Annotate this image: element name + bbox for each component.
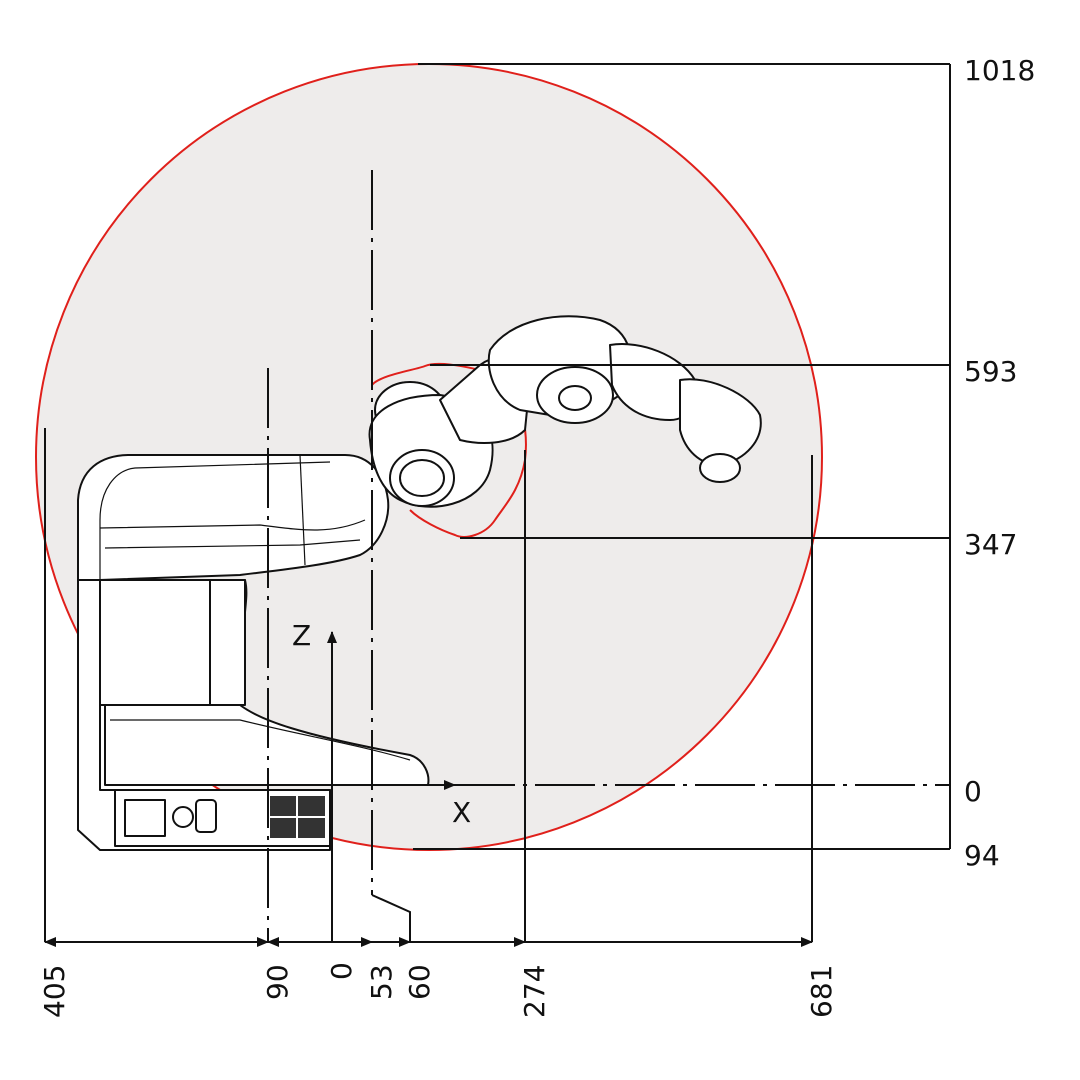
flange-outline-60 xyxy=(371,894,411,942)
dim-label-90: 90 xyxy=(261,964,294,1000)
dim-label-0-x: 0 xyxy=(325,962,358,980)
dim-label-60: 60 xyxy=(403,964,436,1000)
dim-label-405: 405 xyxy=(38,965,71,1018)
dim-label-593: 593 xyxy=(964,355,1017,388)
dim-label-94: 94 xyxy=(964,839,1000,872)
x-axis-label: X xyxy=(452,796,471,829)
dim-label-681: 681 xyxy=(805,965,838,1018)
vent-grille xyxy=(270,796,325,838)
robot-arm xyxy=(368,315,762,508)
vertical-dimensions: 1018 593 347 0 94 xyxy=(413,54,1035,872)
dim-label-0-z: 0 xyxy=(964,775,982,808)
horizontal-dimensions: 405 90 0 53 60 274 681 xyxy=(38,428,838,1018)
dim-label-1018: 1018 xyxy=(964,54,1035,87)
dim-label-274: 274 xyxy=(518,965,551,1018)
robot-base xyxy=(77,579,430,851)
dim-label-347: 347 xyxy=(964,528,1017,561)
robot-body xyxy=(77,454,390,581)
z-axis-label: Z xyxy=(292,619,311,652)
dim-label-53: 53 xyxy=(365,964,398,1000)
